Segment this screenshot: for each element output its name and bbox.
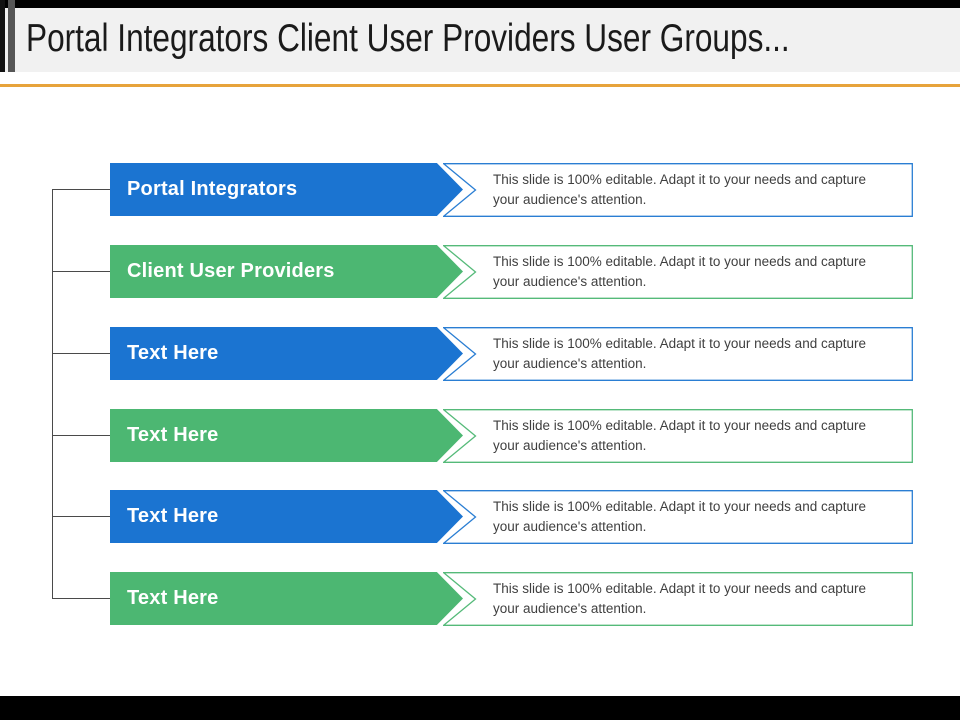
- diagram-row: Text Here This slide is 100% editable. A…: [0, 409, 960, 463]
- bracket-stub: [52, 271, 110, 272]
- top-black-bar: [0, 0, 960, 8]
- bracket-stub: [52, 189, 110, 190]
- left-accent-stripe-gray: [8, 0, 15, 72]
- bracket-stub: [52, 435, 110, 436]
- bracket-stub: [52, 516, 110, 517]
- chevron-outline-shape: [443, 490, 913, 544]
- description-box: This slide is 100% editable. Adapt it to…: [443, 327, 913, 381]
- chevron-outline-shape: [443, 572, 913, 626]
- arrow-banner: Text Here: [110, 572, 463, 625]
- left-accent-stripe-black: [0, 0, 5, 72]
- diagram-row: Client User Providers This slide is 100%…: [0, 245, 960, 299]
- arrow-banner: Text Here: [110, 409, 463, 462]
- description-box: This slide is 100% editable. Adapt it to…: [443, 163, 913, 217]
- chevron-outline-shape: [443, 245, 913, 299]
- description-text: This slide is 100% editable. Adapt it to…: [493, 417, 866, 453]
- description-box: This slide is 100% editable. Adapt it to…: [443, 572, 913, 626]
- bracket-vertical-line: [52, 189, 53, 599]
- bracket-stub: [52, 598, 110, 599]
- banner-label: Client User Providers: [127, 260, 335, 282]
- chevron-outline-shape: [443, 163, 913, 217]
- arrow-banner: Portal Integrators: [110, 163, 463, 216]
- arrow-banner: Text Here: [110, 327, 463, 380]
- arrow-banner: Client User Providers: [110, 245, 463, 298]
- diagram-row: Text Here This slide is 100% editable. A…: [0, 572, 960, 626]
- bracket-stub: [52, 353, 110, 354]
- banner-label: Text Here: [127, 424, 219, 446]
- banner-label: Text Here: [127, 505, 219, 527]
- description-text: This slide is 100% editable. Adapt it to…: [493, 171, 866, 207]
- header-band: Portal Integrators Client User Providers…: [0, 0, 960, 72]
- description-text: This slide is 100% editable. Adapt it to…: [493, 335, 866, 371]
- description-box: This slide is 100% editable. Adapt it to…: [443, 245, 913, 299]
- description-text: This slide is 100% editable. Adapt it to…: [493, 253, 866, 289]
- description-box: This slide is 100% editable. Adapt it to…: [443, 409, 913, 463]
- banner-label: Portal Integrators: [127, 178, 298, 200]
- page-title: Portal Integrators Client User Providers…: [26, 17, 790, 60]
- banner-label: Text Here: [127, 342, 219, 364]
- bottom-black-bar: [0, 696, 960, 720]
- chevron-outline-shape: [443, 327, 913, 381]
- description-box: This slide is 100% editable. Adapt it to…: [443, 490, 913, 544]
- diagram-row: Text Here This slide is 100% editable. A…: [0, 490, 960, 544]
- description-text: This slide is 100% editable. Adapt it to…: [493, 580, 866, 616]
- diagram-row: Portal Integrators This slide is 100% ed…: [0, 163, 960, 217]
- diagram-row: Text Here This slide is 100% editable. A…: [0, 327, 960, 381]
- chevron-outline-shape: [443, 409, 913, 463]
- description-text: This slide is 100% editable. Adapt it to…: [493, 498, 866, 534]
- gold-divider-line: [0, 84, 960, 87]
- arrow-banner: Text Here: [110, 490, 463, 543]
- banner-label: Text Here: [127, 587, 219, 609]
